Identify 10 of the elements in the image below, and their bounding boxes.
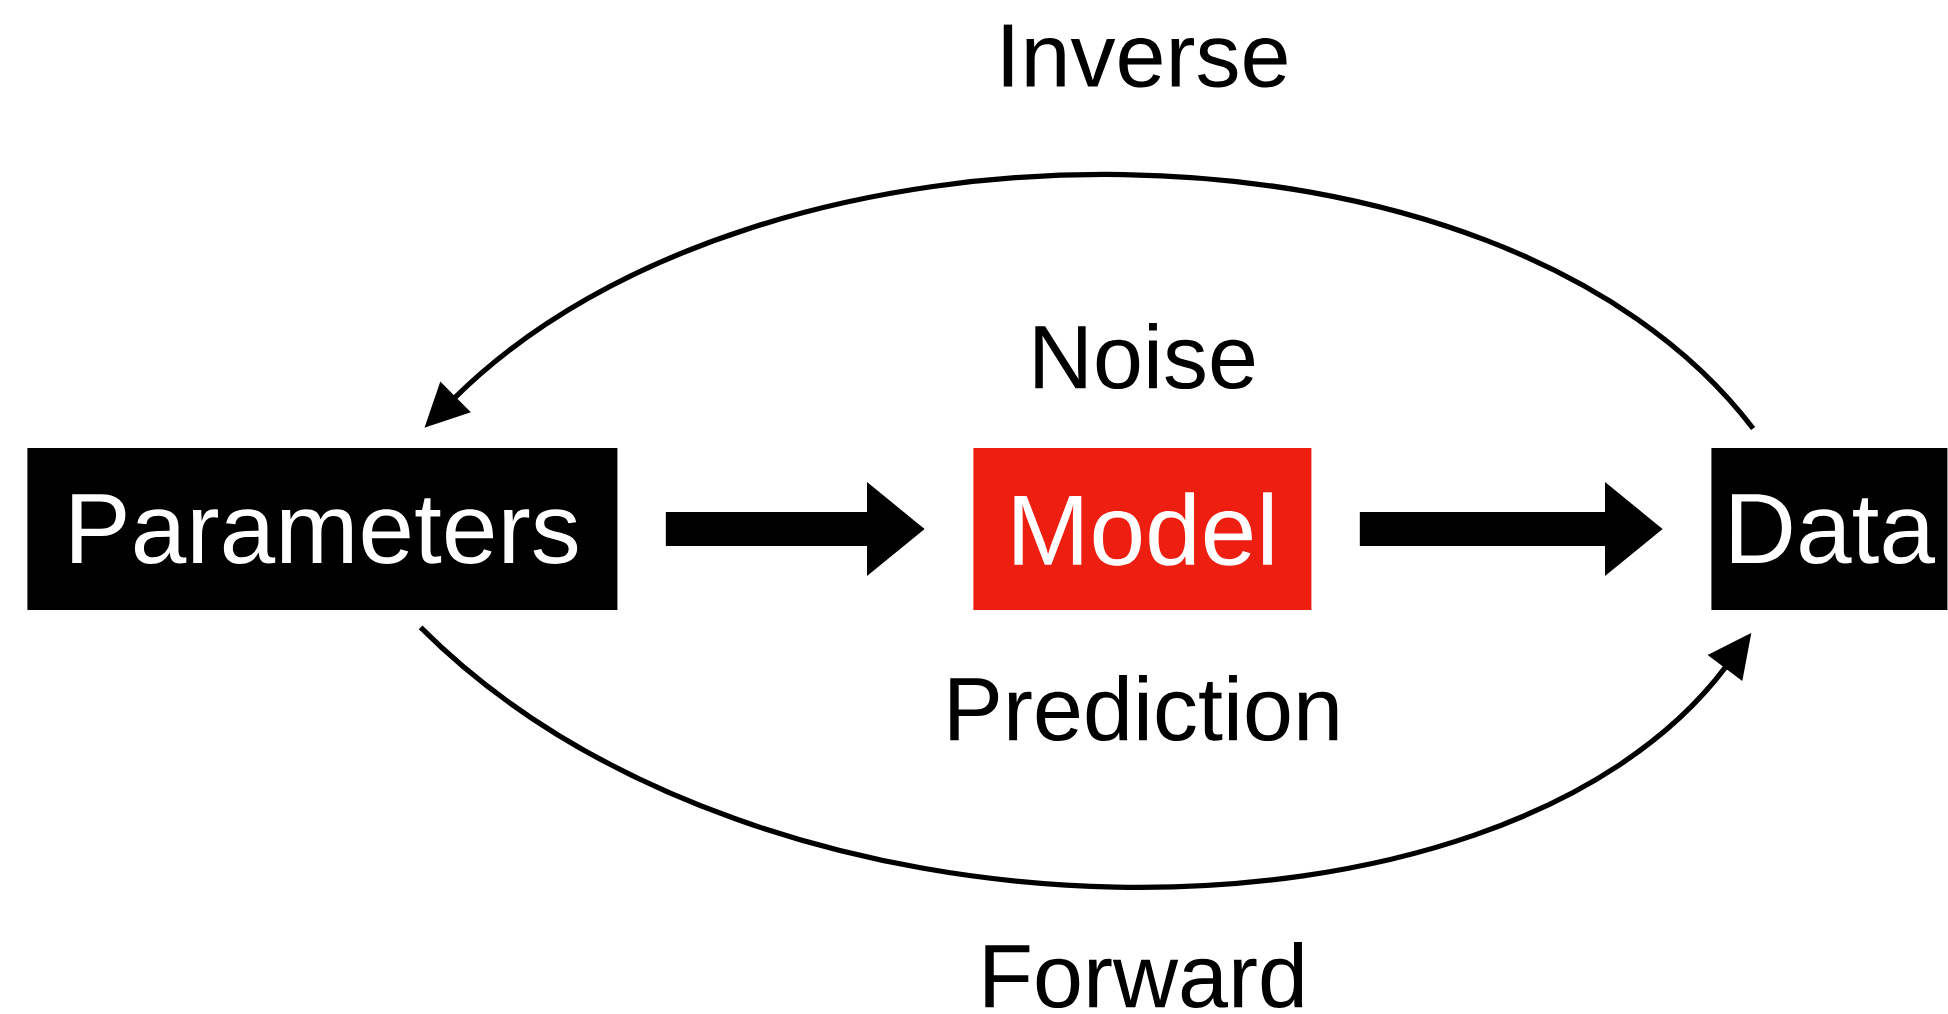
node-label: Data [1732, 494, 1935, 564]
node-label: Parameters [72, 494, 578, 564]
edge-label: Forward [974, 937, 1313, 1013]
text-label: Noise [1035, 322, 1254, 390]
process-box [27, 448, 618, 610]
process-box [1711, 448, 1948, 610]
node-label: Model [1014, 492, 1272, 566]
text-label: Prediction [950, 674, 1338, 742]
edge-label: Inverse [991, 20, 1295, 92]
process-box [973, 448, 1312, 610]
